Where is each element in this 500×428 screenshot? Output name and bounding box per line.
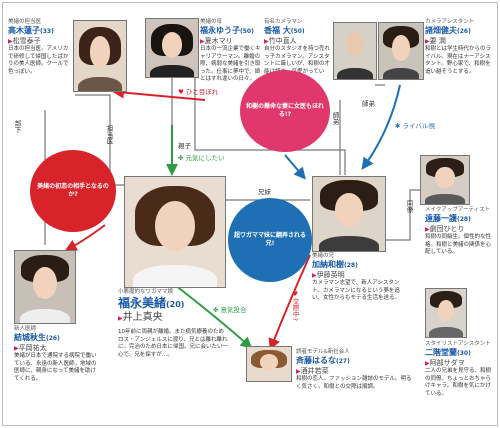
photo-haruna: [246, 346, 292, 382]
name-endo: 遠藤一護(28): [425, 214, 471, 223]
desc-shoji: 和樹とは学生時代からのライバル。現在はナーアシスタント。野心家で、和樹を追い越そ…: [425, 46, 492, 75]
card-yuko: 美緒の母 福永ゆう子(50) ▶夏木マリ 日本の一流企業で働くキャリアウーマン。…: [200, 18, 262, 84]
actor-shoji: ▶要 潤: [425, 37, 446, 45]
name-yuki: 結城秋生(26): [14, 333, 60, 342]
card-shoji: カメラアシスタント 諸畑健夫(26) ▶要 潤 和樹とは学生時代からのライバル。…: [425, 18, 495, 76]
name-futami: 二階堂蘭(30): [425, 348, 471, 357]
role-yuki: 新人医師: [14, 326, 37, 332]
name-mio: 福永美緒(20): [118, 296, 185, 310]
photo-kazuki: [312, 176, 386, 252]
spark-icon: ✱: [395, 122, 401, 130]
desc-haruna: 和樹の恋人。ファッション雑誌のモデル。明るく気さく。和樹との交際は順調。: [296, 376, 412, 390]
bubble-red: 美緒の初恋の相手となるのか?: [30, 150, 116, 232]
role-yuko: 美緒の母: [200, 19, 223, 25]
photo-kazuo: [333, 22, 377, 80]
card-futami: スタイリストアシスタント 二階堂蘭(30) ▶阿部サダヲ 二人の兄弟を見守る、和…: [425, 340, 495, 398]
name-haruna: 斉藤はるな(27): [296, 356, 350, 365]
photo-mio: [124, 176, 226, 288]
desc-futami: 二人の兄弟を見守る、和樹の同僚。ちょっとおちゃらけキャラ。和樹を気にかけている。: [425, 368, 492, 397]
actor-yuko: ▶夏木マリ: [200, 37, 233, 45]
label-dohryo: 同僚: [405, 200, 413, 213]
role-endo: メイクアップアーティスト: [425, 207, 491, 213]
card-haruna: 読者モデル&新社会人 斉藤はるな(27) ▶酒井若菜 和樹の恋人。ファッション雑…: [296, 348, 412, 391]
label-tantoi: 担当医: [105, 125, 113, 145]
desc-yuko: 日本の一流企業で働くキャリアウーマン。離婚の際、病弱な美緒を引き取った。仕事に夢…: [200, 46, 261, 82]
card-takagi: 美緒の担当医 高木蓮子(33) ▶松雪泰子 日本の担当医。アメリカで研修して帰国…: [8, 18, 72, 76]
card-kazuki: 美緒の兄 加納和樹(28) ▶伊藤英明 カメラマン志望で、新人アシスタント。カメ…: [312, 252, 404, 303]
actor-mio: ▶井上真央: [118, 312, 163, 323]
label-hitomebore: ♥ ひと目ぼれ: [178, 88, 219, 96]
actor-kazuki: ▶伊藤英明: [312, 271, 345, 279]
photo-shoji: [378, 22, 424, 80]
label-genki: ✤ 元気にしたい: [178, 154, 225, 162]
role-shoji: カメラアシスタント: [425, 19, 475, 25]
actor-yuki: ▶平岡祐太: [14, 344, 47, 352]
desc-kazuki: カメラマン志望で、新人アシスタント。カメラマンになるという夢を追い、女性からもモ…: [312, 280, 401, 301]
desc-takagi: 日本の担当医。アメリカで研修して帰国したばかりの美人医師。クールで色っぽい。: [8, 46, 69, 75]
role-takagi: 美緒の担当医: [8, 19, 42, 25]
actor-futami: ▶阿部サダヲ: [425, 359, 465, 367]
label-kyodai: 兄妹: [258, 188, 271, 196]
role-mio: 小悪魔的なワガママ娘: [118, 289, 174, 295]
name-shoji: 諸畑健夫(26): [425, 26, 471, 35]
arrow-hitomebore: [112, 86, 206, 101]
role-kazuki: 美緒の兄: [312, 253, 335, 259]
label-oyako: 親子: [178, 142, 191, 150]
name-kazuki: 加納和樹(28): [312, 260, 358, 269]
card-yuki: 新人医師 結城秋生(26) ▶平岡祐太 美緒が日本で通院する病院で働いている、永…: [14, 325, 98, 383]
label-ikitogo: ✤ 意気投合: [213, 306, 247, 314]
actor-endo: ▶劇団ひとり: [425, 225, 465, 233]
label-shitei2: 師弟: [362, 100, 375, 108]
line-dohryo: [385, 189, 420, 241]
role-futami: スタイリストアシスタント: [425, 341, 491, 347]
actor-takagi: ▶松雪泰子: [8, 37, 41, 45]
actor-haruna: ▶酒井若菜: [296, 367, 329, 375]
arrow-rival: [361, 84, 401, 170]
heart-icon-2: ♥: [291, 290, 299, 298]
label-shitei: 師弟: [331, 112, 339, 125]
arrow-kosai: [268, 254, 311, 351]
label-kosai: ♥交際中?: [291, 290, 299, 321]
name-yuko: 福永ゆう子(50): [200, 26, 254, 35]
bubble-blue: 超ワガママ妹に翻弄される兄!: [228, 198, 312, 282]
clover-icon: ✤: [178, 154, 184, 162]
line-takagi-mio: [75, 94, 125, 186]
arrow-red-bubble: [64, 224, 106, 251]
role-haruna: 読者モデル&新社会人: [296, 349, 350, 355]
role-kazuo: 有名カメラマン: [264, 19, 303, 25]
desc-yuki: 美緒が日本で通院する病院で働いている、永遠の新人医師。地域の医師に、親身になって…: [14, 353, 97, 382]
name-kazuo: 香福 大(50): [264, 26, 305, 35]
line-yuko-kazuki: [194, 75, 346, 175]
bubble-pink: 和樹の懸命な妻に女医もほれる!?: [240, 70, 330, 152]
photo-takagi: [73, 20, 127, 92]
desc-endo: 和樹の同級生。個性的な性格。和樹と美緒の関係を心配している。: [425, 234, 492, 255]
actor-kazuo: ▶竹中直人: [264, 37, 297, 45]
heart-icon: ♥: [178, 88, 184, 96]
label-buka: 部下: [13, 120, 21, 133]
photo-endo: [420, 155, 470, 205]
clover-icon-2: ✤: [213, 306, 219, 314]
photo-yuki: [14, 250, 76, 324]
label-rival: ✱ ライバル視: [395, 122, 435, 130]
arrow-blue-bubble: [284, 154, 306, 180]
card-mio: 小悪魔的なワガママ娘 福永美緒(20) ▶井上真央 10年前に両親が離婚。また病…: [118, 288, 228, 359]
arrow-ikitogo: [174, 284, 253, 349]
card-endo: メイクアップアーティスト 遠藤一護(28) ▶劇団ひとり 和樹の同級生。個性的な…: [425, 206, 495, 257]
desc-mio: 10年前に両親が離婚。また病気療養のためロス・アンジェルスに渡り、兄とは離れ離れ…: [118, 329, 229, 358]
photo-yuko: [145, 18, 199, 78]
name-takagi: 高木蓮子(33): [8, 26, 54, 35]
photo-futami: [425, 288, 467, 338]
